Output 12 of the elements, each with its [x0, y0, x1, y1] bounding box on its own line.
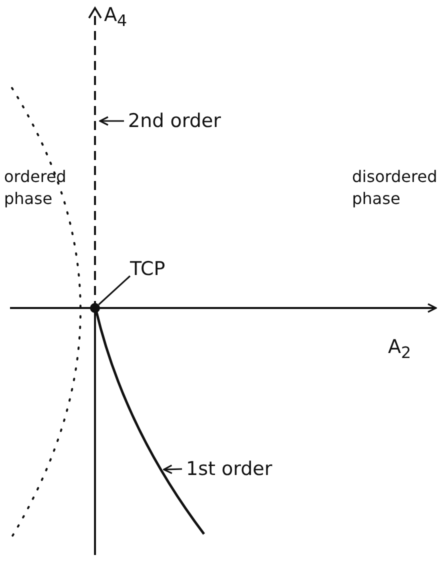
annotation-text: 1st order [186, 458, 272, 480]
axis-label: A$_{2}$ [388, 336, 412, 364]
leader-arrow [99, 116, 124, 126]
dashed-line [91, 16, 99, 306]
annotation-text: TCP [130, 258, 166, 280]
region-label: ordered phase [4, 166, 68, 210]
leader-line [98, 275, 131, 306]
annotation-text: 2nd order [128, 110, 221, 132]
leader-arrow [163, 464, 182, 474]
region-label: disordered phase [352, 166, 438, 210]
point-marker [90, 303, 100, 313]
axis-label: A$_{4}$ [104, 4, 128, 32]
